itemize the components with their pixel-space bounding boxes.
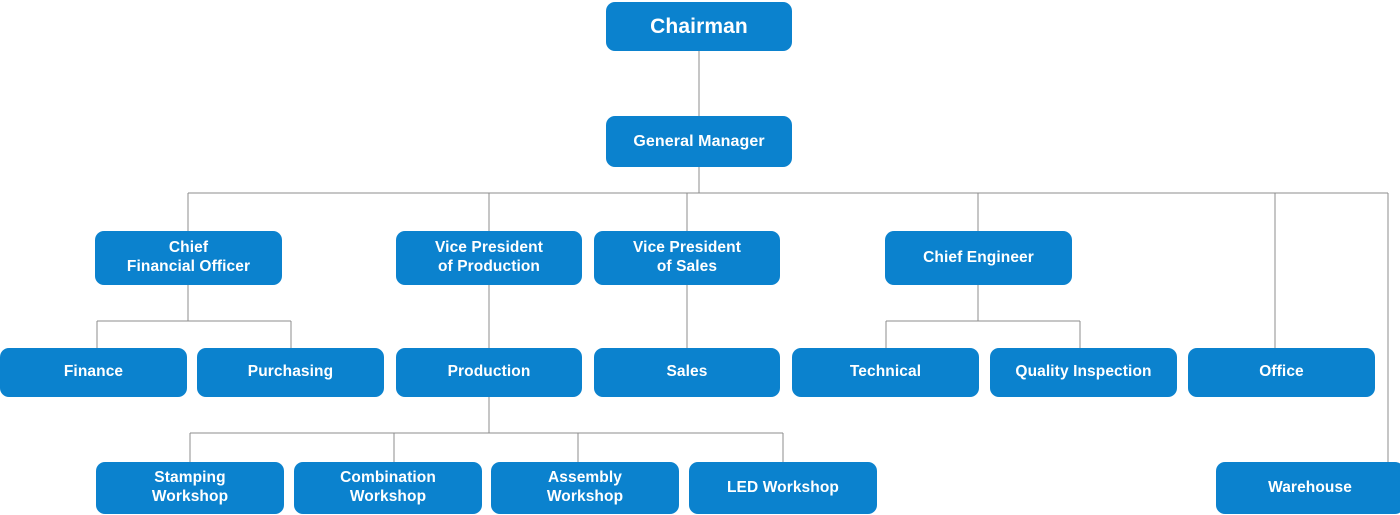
org-node-purchasing[interactable]: Purchasing <box>197 348 384 397</box>
org-node-vice-president-production[interactable]: Vice President of Production <box>396 231 582 285</box>
org-node-stamping-workshop[interactable]: Stamping Workshop <box>96 462 284 514</box>
org-node-quality-inspection[interactable]: Quality Inspection <box>990 348 1177 397</box>
org-node-chief-engineer[interactable]: Chief Engineer <box>885 231 1072 285</box>
org-node-combination-workshop[interactable]: Combination Workshop <box>294 462 482 514</box>
org-node-sales[interactable]: Sales <box>594 348 780 397</box>
org-node-warehouse[interactable]: Warehouse <box>1216 462 1400 514</box>
org-node-finance[interactable]: Finance <box>0 348 187 397</box>
org-node-chairman[interactable]: Chairman <box>606 2 792 51</box>
org-node-chief-financial-officer[interactable]: Chief Financial Officer <box>95 231 282 285</box>
org-node-general-manager[interactable]: General Manager <box>606 116 792 167</box>
org-node-led-workshop[interactable]: LED Workshop <box>689 462 877 514</box>
org-node-vice-president-sales[interactable]: Vice President of Sales <box>594 231 780 285</box>
org-node-production[interactable]: Production <box>396 348 582 397</box>
org-node-technical[interactable]: Technical <box>792 348 979 397</box>
org-node-assembly-workshop[interactable]: Assembly Workshop <box>491 462 679 514</box>
org-node-office[interactable]: Office <box>1188 348 1375 397</box>
